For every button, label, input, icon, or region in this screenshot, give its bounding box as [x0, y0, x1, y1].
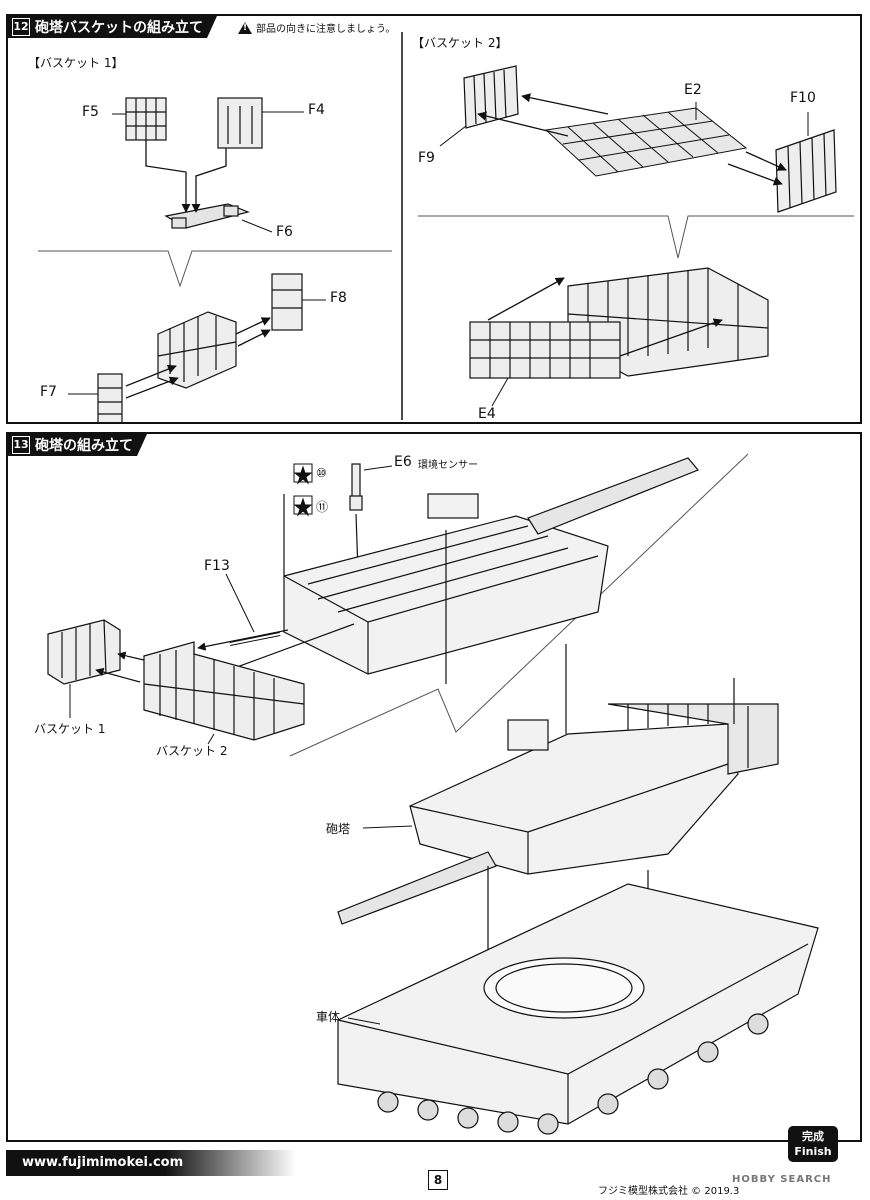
star-marker-11	[293, 495, 313, 517]
step-13-panel: 13 砲塔の組み立て	[6, 432, 862, 1142]
turret-label: 砲塔	[326, 822, 351, 836]
finish-badge: 完成 Finish	[788, 1126, 838, 1162]
basket-1-label: バスケット 1	[34, 722, 106, 736]
basket-2-label: バスケット 2	[156, 744, 228, 758]
part-f5-shape	[125, 97, 167, 141]
part-label-f4: F4	[308, 102, 325, 118]
part-f7-shape	[97, 373, 123, 422]
part-label-e6: E6	[394, 454, 412, 470]
watermark: HOBBY SEARCH	[732, 1174, 832, 1185]
part-label-e2: E2	[684, 82, 702, 98]
footer-website-link[interactable]: www.fujimimokei.com	[22, 1155, 184, 1170]
marker-10: ⑩	[316, 466, 327, 480]
basket-1-subtitle: 【バスケット 1】	[28, 56, 124, 70]
basket-2-subtitle: 【バスケット 2】	[412, 36, 508, 50]
step-12-number: 12	[12, 18, 30, 36]
copyright: フジミ模型株式会社 © 2019.3	[598, 1186, 740, 1197]
part-f6-shape	[164, 203, 250, 229]
footer-bar	[6, 1150, 296, 1176]
step-12-header: 12 砲塔バスケットの組み立て	[8, 16, 217, 38]
part-label-f13: F13	[204, 558, 230, 574]
part-label-f5: F5	[82, 104, 99, 120]
part-label-f7: F7	[40, 384, 57, 400]
part-f4-shape	[217, 97, 263, 149]
caution-text: 部品の向きに注意しましょう。	[256, 24, 396, 35]
page-number: 8	[428, 1170, 448, 1190]
part-label-f6: F6	[276, 224, 293, 240]
step-12-panel: 12 砲塔バスケットの組み立て 部品の向きに注意しましょう。	[6, 14, 862, 424]
caution-note: 部品の向きに注意しましょう。	[238, 20, 395, 35]
basket-1-assembly	[157, 311, 237, 389]
basket-1-part	[47, 619, 121, 685]
step-12-title: 砲塔バスケットの組み立て	[35, 20, 203, 36]
part-label-e4: E4	[478, 406, 496, 422]
part-e6-shape	[349, 463, 363, 511]
step-13-header: 13 砲塔の組み立て	[8, 434, 147, 456]
hull-label: 車体	[316, 1010, 341, 1024]
step-13-number: 13	[12, 436, 30, 454]
step-12-illustration	[38, 32, 854, 422]
part-label-f10: F10	[790, 90, 816, 106]
finish-en: Finish	[794, 1145, 832, 1158]
e6-description: 環境センサー	[418, 460, 478, 471]
step-13-title: 砲塔の組み立て	[35, 438, 133, 454]
part-label-f8: F8	[330, 290, 347, 306]
part-f10-shape	[775, 129, 837, 213]
turret-upper-view	[283, 457, 699, 684]
finish-jp: 完成	[802, 1130, 824, 1143]
step-13-illustration	[47, 453, 819, 1135]
turret-lower-view	[337, 644, 779, 925]
star-marker-10	[293, 463, 313, 485]
part-e4-shape	[469, 321, 621, 379]
marker-11: ⑪	[316, 500, 329, 514]
part-f8-shape	[271, 273, 303, 331]
hull-view	[337, 883, 819, 1135]
part-e2-shape	[544, 107, 748, 177]
basket-2-part	[143, 641, 305, 741]
part-label-f9: F9	[418, 150, 435, 166]
warning-icon	[238, 21, 252, 34]
part-f9-shape	[463, 65, 519, 129]
